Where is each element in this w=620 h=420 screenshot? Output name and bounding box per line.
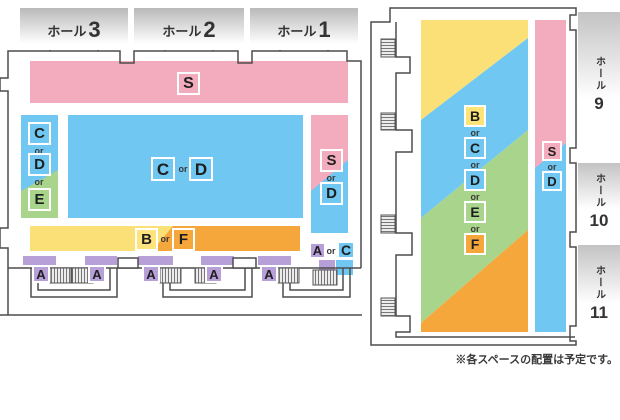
zone-label-corner-a: A <box>309 242 326 259</box>
hall-number: 2 <box>203 17 216 42</box>
hall-header-10: ホール 10 <box>578 163 620 240</box>
zone-label-r-f: F <box>464 233 486 255</box>
entrance-label-a: A <box>260 265 278 283</box>
hall-name: ホール <box>593 55 605 92</box>
zone-label-main-d: D <box>189 157 213 181</box>
hall-header-2: ホール 2 <box>134 8 244 50</box>
hall-number: 1 <box>318 17 331 42</box>
zone-r-orange <box>421 230 528 332</box>
zone-label-r-strip-d: D <box>542 171 562 191</box>
hall-name: ホール <box>162 24 202 39</box>
hall-name: ホール <box>593 172 605 209</box>
entrance-label-a: A <box>32 265 50 283</box>
hall-header-3: ホール 3 <box>20 8 128 50</box>
escalator-icon <box>380 297 396 317</box>
zone-label-left-e: E <box>28 188 51 211</box>
zone-label-right-d: D <box>320 182 343 205</box>
hall-header-9: ホール 9 <box>578 12 620 157</box>
hall-number: 10 <box>589 210 609 230</box>
escalator-icon <box>277 267 300 284</box>
entrance-label-a: A <box>142 265 160 283</box>
zone-label-band-f: F <box>172 228 195 251</box>
or-label: or <box>178 164 188 174</box>
or-label: or <box>326 246 336 256</box>
zone-label-corner-c: C <box>337 241 355 259</box>
escalator-icon <box>312 269 338 286</box>
zone-label-band-b: B <box>135 228 158 251</box>
or-label: or <box>160 234 170 244</box>
or-label: or <box>326 173 336 183</box>
or-label: or <box>34 146 44 156</box>
hall-number: 11 <box>590 303 608 322</box>
or-label: or <box>470 128 480 138</box>
zone-label-right-s: S <box>320 149 343 172</box>
hall-header-1: ホール 1 <box>250 8 358 50</box>
zone-r-green <box>421 130 528 323</box>
hall-name: ホール <box>593 265 605 301</box>
escalator-icon <box>380 38 396 58</box>
zone-main-floor <box>68 115 303 218</box>
hall-header-11: ホール 11 <box>578 245 620 343</box>
zone-label-left-c: C <box>28 122 51 145</box>
or-label: or <box>34 177 44 187</box>
escalator-icon <box>49 267 72 284</box>
disclaimer-note: ※各スペースの配置は予定です。 <box>455 354 618 366</box>
zone-label-r-strip-s: S <box>542 141 562 161</box>
entrance-label-a: A <box>88 265 106 283</box>
or-label: or <box>470 224 480 234</box>
escalator-icon <box>380 112 396 131</box>
or-label: or <box>547 162 557 172</box>
hall-name: ホール <box>277 24 317 39</box>
zone-label-r-c: C <box>464 137 486 159</box>
zone-r-yellow <box>421 20 528 120</box>
zone-label-r-d: D <box>464 169 486 191</box>
zone-label-stage-s: S <box>177 72 200 95</box>
hall-name: ホール <box>47 24 87 39</box>
zone-label-left-d: D <box>28 153 51 176</box>
zone-r-blue <box>421 38 528 218</box>
hall-number: 9 <box>594 93 604 113</box>
escalator-icon <box>380 214 396 234</box>
zone-label-r-e: E <box>464 201 486 223</box>
zone-label-r-b: B <box>464 105 486 127</box>
zone-label-main-c: C <box>151 157 175 181</box>
entrance-purple-marks <box>23 256 335 271</box>
escalator-icon <box>159 267 182 284</box>
or-label: or <box>470 160 480 170</box>
or-label: or <box>470 192 480 202</box>
hall-number: 3 <box>88 17 101 42</box>
entrance-label-a: A <box>205 265 223 283</box>
